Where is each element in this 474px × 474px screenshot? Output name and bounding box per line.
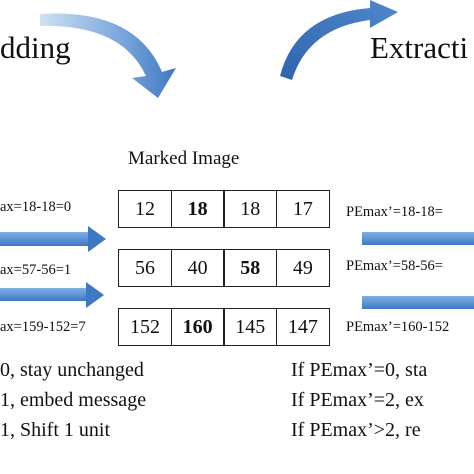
pixel-cell: 17: [275, 190, 330, 228]
extracting-curved-arrow: [280, 0, 398, 80]
left-formula-1: ax=18-18=0: [0, 199, 72, 215]
pixel-cell: 40: [170, 249, 225, 287]
left-formula-2: ax=57-56=1: [0, 262, 72, 278]
right-formula-3: PEmax’=160-152: [346, 319, 450, 335]
marked-image-title: Marked Image: [128, 148, 240, 169]
embedding-curved-arrow: [40, 13, 176, 98]
pixel-cell: 56: [118, 249, 172, 287]
right-arrows: [362, 232, 474, 309]
right-rule-1: If PEmax’=0, sta: [291, 359, 428, 381]
pixel-cell: 147: [275, 308, 330, 346]
left-rule-2: 1, embed message: [0, 389, 147, 411]
extracting-title: Extracti: [370, 30, 469, 65]
right-rule-2: If PEmax’=2, ex: [291, 389, 424, 411]
left-arrows: [0, 226, 106, 308]
pixel-cell-max: 160: [170, 308, 225, 346]
pixel-cell-max: 58: [223, 249, 278, 287]
left-rule-1: 0, stay unchanged: [0, 359, 144, 381]
pixel-cell: 152: [118, 308, 172, 346]
pixel-row-3: 152 160 145 147: [118, 308, 330, 346]
pixel-cell: 49: [275, 249, 330, 287]
pixel-row-2: 56 40 58 49: [118, 249, 330, 287]
right-formula-1: PEmax’=18-18=: [346, 204, 443, 220]
right-rule-3: If PEmax’>2, re: [291, 419, 421, 441]
embedding-title: dding: [0, 30, 71, 65]
pixel-row-1: 12 18 18 17: [118, 190, 330, 228]
right-formula-2: PEmax’=58-56=: [346, 258, 443, 274]
pixel-cell: 12: [118, 190, 172, 228]
pixel-cell: 145: [223, 308, 278, 346]
left-rule-3: 1, Shift 1 unit: [0, 419, 111, 441]
left-formula-3: ax=159-152=7: [0, 319, 86, 335]
pixel-cell: 18: [223, 190, 278, 228]
pixel-cell-max: 18: [170, 190, 225, 228]
